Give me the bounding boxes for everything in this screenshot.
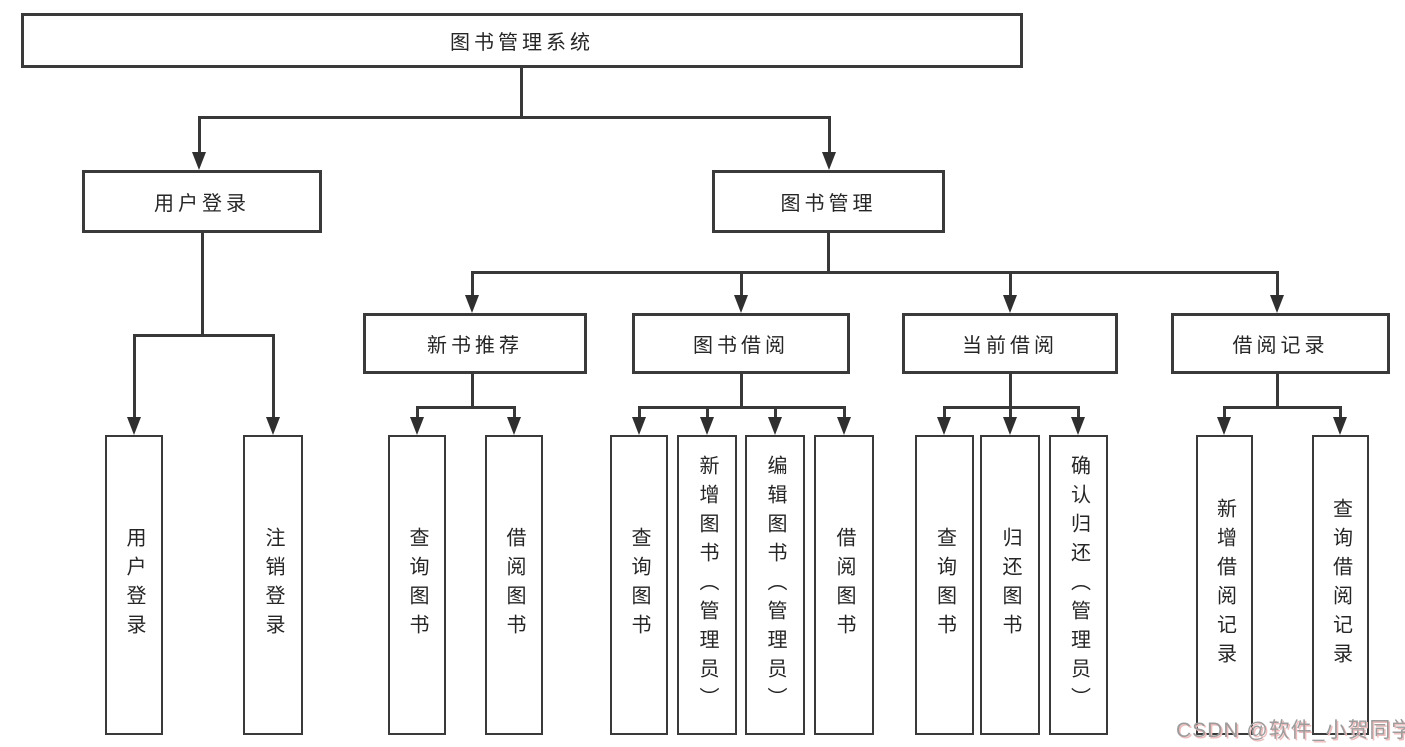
arrowhead-down-icon xyxy=(465,295,479,313)
leaf-label: 查询图书 xyxy=(406,527,428,643)
leaf-label: 查询借阅记录 xyxy=(1329,498,1352,672)
connector-line-v xyxy=(272,334,275,420)
leaf-borrow-books-recommend: 借阅图书 xyxy=(485,435,543,735)
arrowhead-down-icon xyxy=(700,417,714,435)
connector-line-v xyxy=(1276,271,1279,299)
arrowhead-down-icon xyxy=(1071,417,1085,435)
leaf-query-books-current: 查询图书 xyxy=(915,435,974,735)
arrowhead-down-icon xyxy=(1003,295,1017,313)
leaf-label: 确认归还（管理员） xyxy=(1067,454,1090,716)
leaf-label: 编辑图书（管理员） xyxy=(764,454,786,716)
node-book-management: 图书管理 xyxy=(712,170,945,233)
arrowhead-down-icon xyxy=(1270,295,1284,313)
leaf-label: 新增图书（管理员） xyxy=(696,454,718,716)
leaf-add-books-admin: 新增图书（管理员） xyxy=(677,435,737,735)
connector-line-h xyxy=(133,334,275,337)
leaf-query-borrow-record: 查询借阅记录 xyxy=(1312,435,1369,735)
connector-line-v xyxy=(1223,406,1226,420)
leaf-query-books-recommend: 查询图书 xyxy=(388,435,446,735)
connector-line-v xyxy=(1276,374,1279,408)
leaf-label: 借阅图书 xyxy=(833,527,855,643)
node-current-borrowing: 当前借阅 xyxy=(902,313,1118,374)
connector-line-v xyxy=(198,116,201,156)
leaf-label: 借阅图书 xyxy=(503,527,525,643)
arrowhead-down-icon xyxy=(837,417,851,435)
leaf-return-books: 归还图书 xyxy=(980,435,1040,735)
connector-line-v xyxy=(943,406,946,420)
arrowhead-down-icon xyxy=(734,295,748,313)
connector-line-v xyxy=(471,374,474,408)
arrowhead-down-icon xyxy=(410,417,424,435)
node-label: 当前借阅 xyxy=(962,335,1058,357)
connector-line-v xyxy=(740,271,743,299)
connector-line-v xyxy=(1009,271,1012,299)
connector-line-v xyxy=(706,406,709,420)
leaf-logout-login: 注销登录 xyxy=(243,435,303,735)
connector-line-v xyxy=(471,271,474,299)
node-user-login: 用户登录 xyxy=(82,170,322,233)
arrowhead-down-icon xyxy=(507,417,521,435)
node-book-borrowing: 图书借阅 xyxy=(632,313,850,374)
arrowhead-down-icon xyxy=(632,417,646,435)
connector-line-v xyxy=(520,68,523,118)
node-label: 借阅记录 xyxy=(1232,335,1329,357)
arrowhead-down-icon xyxy=(768,417,782,435)
connector-line-h xyxy=(471,271,1279,274)
connector-line-v xyxy=(740,374,743,408)
connector-line-v xyxy=(513,406,516,420)
connector-line-v xyxy=(201,233,204,336)
leaf-query-books-borrowing: 查询图书 xyxy=(610,435,668,735)
connector-line-h xyxy=(638,406,846,409)
connector-line-v xyxy=(1339,406,1342,420)
node-label: 图书借阅 xyxy=(693,335,789,357)
connector-line-v xyxy=(774,406,777,420)
connector-line-h xyxy=(198,116,831,119)
leaf-edit-books-admin: 编辑图书（管理员） xyxy=(745,435,805,735)
node-label: 新书推荐 xyxy=(427,335,523,357)
node-new-book-recommend: 新书推荐 xyxy=(363,313,587,374)
connector-line-v xyxy=(416,406,419,420)
connector-line-h xyxy=(1223,406,1342,409)
connector-line-v xyxy=(1009,374,1012,408)
connector-line-v xyxy=(843,406,846,420)
leaf-label: 归还图书 xyxy=(999,527,1021,643)
arrowhead-down-icon xyxy=(1003,417,1017,435)
node-label: 用户登录 xyxy=(154,193,250,215)
leaf-user-login: 用户登录 xyxy=(105,435,163,735)
arrowhead-down-icon xyxy=(266,417,280,435)
arrowhead-down-icon xyxy=(937,417,951,435)
arrowhead-down-icon xyxy=(1217,417,1231,435)
leaf-label: 注销登录 xyxy=(262,527,284,643)
connector-line-v xyxy=(827,233,830,274)
leaf-label: 查询图书 xyxy=(628,527,650,643)
arrowhead-down-icon xyxy=(822,152,836,170)
leaf-label: 用户登录 xyxy=(123,527,145,643)
connector-line-v xyxy=(133,334,136,420)
connector-line-v xyxy=(1077,406,1080,420)
csdn-watermark: CSDN @软件_小贺同学 xyxy=(1176,719,1405,742)
leaf-borrow-books-borrowing: 借阅图书 xyxy=(814,435,874,735)
arrowhead-down-icon xyxy=(192,152,206,170)
connector-line-h xyxy=(416,406,516,409)
node-label: 图书管理系统 xyxy=(450,32,594,54)
node-borrowing-records: 借阅记录 xyxy=(1171,313,1390,374)
leaf-add-borrow-record: 新增借阅记录 xyxy=(1196,435,1253,735)
node-label: 图书管理 xyxy=(780,193,877,215)
connector-line-v xyxy=(638,406,641,420)
node-library-system: 图书管理系统 xyxy=(21,13,1023,68)
leaf-confirm-return-admin: 确认归还（管理员） xyxy=(1049,435,1108,735)
arrowhead-down-icon xyxy=(127,417,141,435)
leaf-label: 查询图书 xyxy=(933,527,956,643)
arrowhead-down-icon xyxy=(1333,417,1347,435)
connector-line-v xyxy=(1009,406,1012,420)
leaf-label: 新增借阅记录 xyxy=(1213,498,1236,672)
connector-line-v xyxy=(828,116,831,156)
